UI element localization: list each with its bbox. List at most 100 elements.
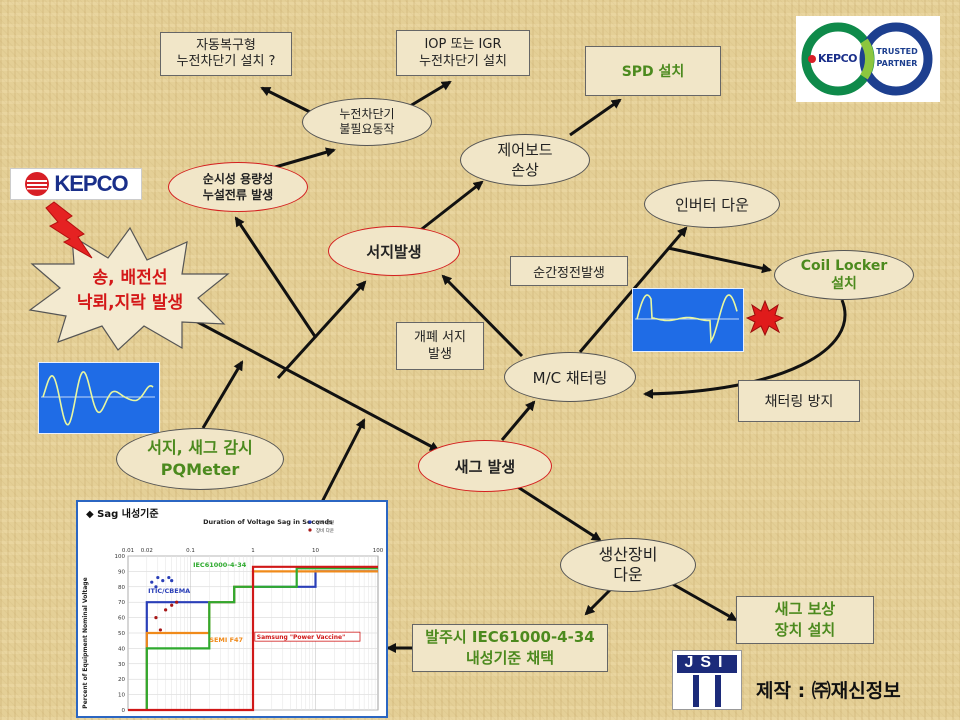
- chart-y-tick-label: 10: [118, 693, 125, 699]
- chart-point: [170, 603, 174, 607]
- credit-text: 제작 : ㈜재신정보: [756, 680, 901, 702]
- node-switching-surge: 개폐 서지 발생: [396, 322, 484, 370]
- chart-y-tick-label: 60: [118, 616, 125, 622]
- chart-y-tick-label: 50: [118, 631, 125, 637]
- trusted-partner-rings-icon: [801, 22, 933, 96]
- chart-x-tick-label: 0.01: [122, 548, 134, 554]
- jsi-logo-text: JSI: [684, 654, 730, 671]
- chart-top-axis-title: Duration of Voltage Sag in Seconds: [203, 518, 333, 526]
- trusted-partner-text: TRUSTED PARTNER: [876, 47, 918, 68]
- arrow-mc-to-surge: [441, 274, 524, 358]
- chart-point: [164, 608, 168, 612]
- arrow-spine-to-surge: [276, 280, 367, 380]
- lightning-bolt-icon: [45, 201, 93, 259]
- chart-series-line: [145, 567, 378, 710]
- chart-point: [175, 600, 179, 604]
- chart-label-iec: IEC61000-4-34: [193, 561, 247, 569]
- trusted-logo-kepco-text: KEPCO: [818, 52, 858, 65]
- chart-point: [150, 580, 154, 584]
- arrow-monitor-up: [201, 360, 244, 429]
- node-coil-locker: Coil Locker 설치: [774, 250, 914, 300]
- node-monitoring: 서지, 새그 감시 PQMeter: [116, 428, 284, 490]
- chart-y-tick-label: 70: [118, 600, 125, 606]
- chart-x-tick-label: 10: [312, 548, 319, 554]
- chart-y-tick-label: 20: [118, 677, 125, 683]
- node-capacitive-leakage: 순시성 용량성 누설전류 발생: [168, 162, 308, 212]
- chart-legend-label: 장비 건전: [316, 519, 334, 526]
- arrow-to-iop: [409, 80, 452, 108]
- arrow-sag-to-production: [509, 480, 602, 542]
- waveform-outage: [632, 288, 744, 352]
- node-chattering-prevent: 채터링 방지: [738, 380, 860, 422]
- arrow-to-spd: [569, 98, 622, 137]
- chart-label-samsung: Samsung "Power Vaccine": [257, 634, 345, 641]
- chart-point: [154, 585, 158, 589]
- waveform-line: [636, 294, 738, 344]
- node-sag: 새그 발생: [418, 440, 552, 492]
- chart-legend-marker: [308, 520, 312, 524]
- chart-point: [158, 628, 163, 632]
- node-surge: 서지발생: [328, 226, 460, 276]
- chart-point: [154, 616, 158, 620]
- chart-label-samsung-box: [254, 631, 361, 642]
- chart-x-tick-label: 1: [251, 548, 255, 554]
- chart-y-axis-title: Percent of Equipment Nominal Voltage: [82, 577, 89, 708]
- chart-y-tick-label: 100: [115, 554, 126, 560]
- chart-y-tick-label: 80: [118, 585, 125, 591]
- arrow-lightning-to-sag: [174, 308, 440, 452]
- jsi-logo-stripe-1: [693, 675, 699, 707]
- node-spd: SPD 설치: [585, 46, 721, 96]
- node-momentary-outage: 순간정전발생: [510, 256, 628, 286]
- chart-label-semi: SEMI F47: [209, 636, 243, 644]
- chart-legend-label: 장비 다운: [316, 527, 334, 534]
- kepco-logo: KEPCO: [10, 168, 142, 200]
- chart-label-itic: ITIC/CBEMA: [148, 587, 190, 595]
- arrow-to-order: [584, 586, 614, 616]
- chart-point: [156, 575, 160, 580]
- chart-y-tick-label: 90: [118, 569, 125, 575]
- chart-y-tick-label: 40: [118, 646, 125, 652]
- chart-x-tick-label: 100: [373, 548, 384, 554]
- node-auto-recloser: 자동복구형 누전차단기 설치 ?: [160, 32, 292, 76]
- chart-point: [161, 579, 165, 583]
- chart-y-tick-label: 30: [118, 662, 125, 668]
- sag-chart: Duration of Voltage Sag in Seconds Perce…: [82, 518, 384, 714]
- waveform-line: [42, 371, 154, 426]
- node-sag-compensation: 새그 보상 장치 설치: [736, 596, 874, 644]
- chart-series-line: [128, 565, 378, 712]
- lightning-star: [28, 226, 230, 351]
- sag-chart-panel: ◆ Sag 내성기준 Duration of Voltage Sag in Se…: [76, 500, 388, 718]
- node-production-down: 생산장비 다운: [560, 538, 696, 592]
- kepco-emblem-icon: [25, 172, 50, 196]
- node-order-standard: 발주시 IEC61000-4-34 내성기준 채택: [412, 624, 608, 672]
- arrow-chart-to-spine: [320, 418, 366, 503]
- jsi-logo-bar: [677, 655, 737, 673]
- arrow-to-capacitive: [234, 216, 318, 339]
- jsi-logo-stripe-2: [715, 675, 721, 707]
- chart-y-tick-label: 0: [122, 708, 126, 714]
- waveform-lightning: [38, 362, 160, 434]
- node-monitoring-label: 서지, 새그 감시 PQMeter: [147, 438, 253, 479]
- arrow-to-auto-recloser: [260, 86, 311, 114]
- node-control-board: 제어보드 손상: [460, 134, 590, 186]
- chart-x-tick-label: 0.1: [186, 548, 195, 554]
- arrow-coil-to-mc: [643, 299, 847, 399]
- arrow-sag-to-mc: [500, 400, 536, 441]
- node-coil-locker-label: Coil Locker 설치: [800, 258, 888, 292]
- chart-point: [170, 579, 174, 583]
- kepco-logo-text: KEPCO: [54, 171, 128, 196]
- burst-icon: [746, 300, 784, 336]
- node-mc-chattering: M/C 채터링: [504, 352, 636, 402]
- node-elb-malfunction: 누전차단기 불필요동작: [302, 98, 432, 146]
- chart-x-tick-label: 0.02: [141, 548, 153, 554]
- chart-legend-marker: [308, 528, 312, 532]
- node-iop-igr: IOP 또는 IGR 누전차단기 설치: [396, 30, 530, 76]
- node-inverter-down: 인버터 다운: [644, 180, 780, 228]
- arrow-to-control-board: [417, 180, 484, 234]
- arrow-to-coil-locker: [667, 246, 772, 274]
- node-lightning: 송, 배전선 낙뢰,지락 발생: [76, 268, 184, 313]
- jsi-logo: JSI: [672, 650, 742, 710]
- kepco-trusted-partner-logo: KEPCO TRUSTED PARTNER: [796, 16, 940, 102]
- chart-point: [167, 575, 171, 580]
- arrow-to-compensation: [661, 576, 738, 622]
